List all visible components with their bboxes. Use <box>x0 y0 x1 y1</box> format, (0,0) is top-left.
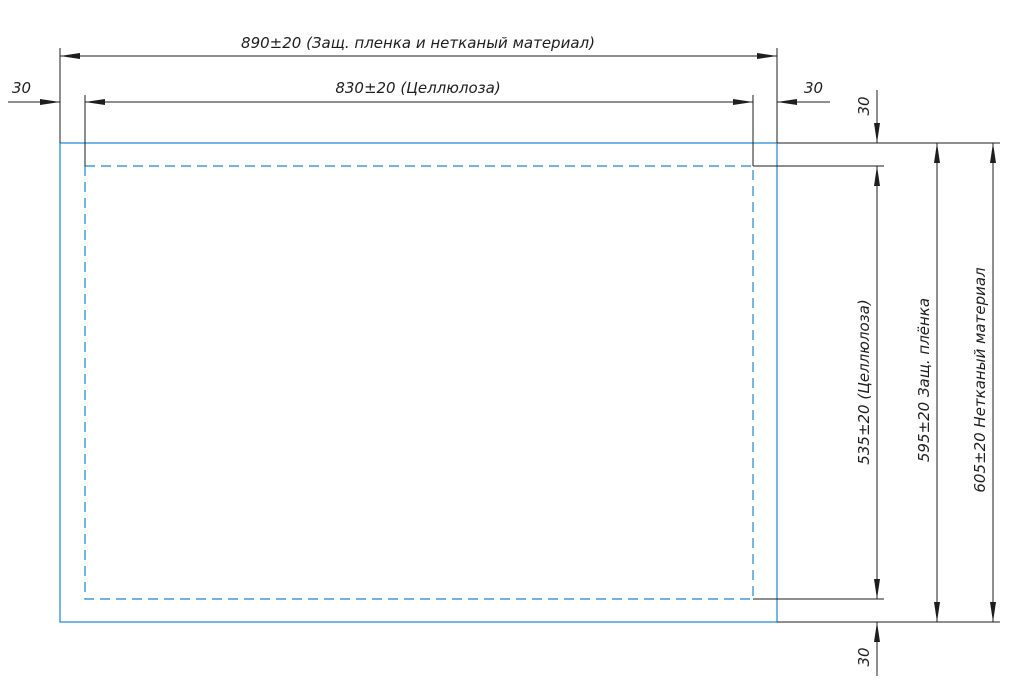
right-margin-label: 30 <box>804 79 823 97</box>
bottom-margin-arrow <box>874 622 880 642</box>
overall-width-arrow-right <box>757 53 777 59</box>
left-margin-label: 30 <box>12 79 31 97</box>
nonwoven-height-label: 605±20 Нетканый материал <box>971 267 989 493</box>
top-margin-dimension: 30 <box>855 90 880 143</box>
nonwoven-height-arrow-top <box>990 143 996 163</box>
overall-width-arrow-left <box>60 53 80 59</box>
overall-width-dimension: 890±20 (Защ. пленка и нетканый материал) <box>59 34 778 143</box>
film-height-dimension: 595±20 Защ. плёнка <box>915 143 940 622</box>
right-margin-dimension: 30 <box>777 79 830 105</box>
cellulose-height-dimension: 535±20 (Целлюлоза) <box>855 166 880 599</box>
cellulose-width-label: 830±20 (Целлюлоза) <box>335 79 500 97</box>
cellulose-layer-outline <box>84 165 754 600</box>
outer-sheet-outline <box>59 142 778 623</box>
cellulose-height-arrow-bottom <box>874 579 880 599</box>
nonwoven-height-arrow-bottom <box>990 602 996 622</box>
bottom-margin-dimension: 30 <box>855 622 880 676</box>
cellulose-width-dimension: 830±20 (Целлюлоза) <box>84 79 754 166</box>
cellulose-height-arrow-top <box>874 166 880 186</box>
cellulose-height-label: 535±20 (Целлюлоза) <box>855 299 873 464</box>
nonwoven-height-dimension: 605±20 Нетканый материал <box>971 143 996 622</box>
top-margin-arrow <box>874 123 880 143</box>
film-height-arrow-top <box>934 143 940 163</box>
cellulose-width-arrow-right <box>733 99 753 105</box>
left-margin-arrow <box>40 99 60 105</box>
overall-width-label: 890±20 (Защ. пленка и нетканый материал) <box>241 34 595 52</box>
cellulose-width-arrow-left <box>85 99 105 105</box>
film-height-label: 595±20 Защ. плёнка <box>915 298 933 462</box>
top-margin-label: 30 <box>855 96 873 115</box>
film-height-arrow-bottom <box>934 602 940 622</box>
bottom-margin-label: 30 <box>855 647 873 666</box>
left-margin-dimension: 30 <box>8 79 60 105</box>
right-margin-arrow <box>777 99 797 105</box>
